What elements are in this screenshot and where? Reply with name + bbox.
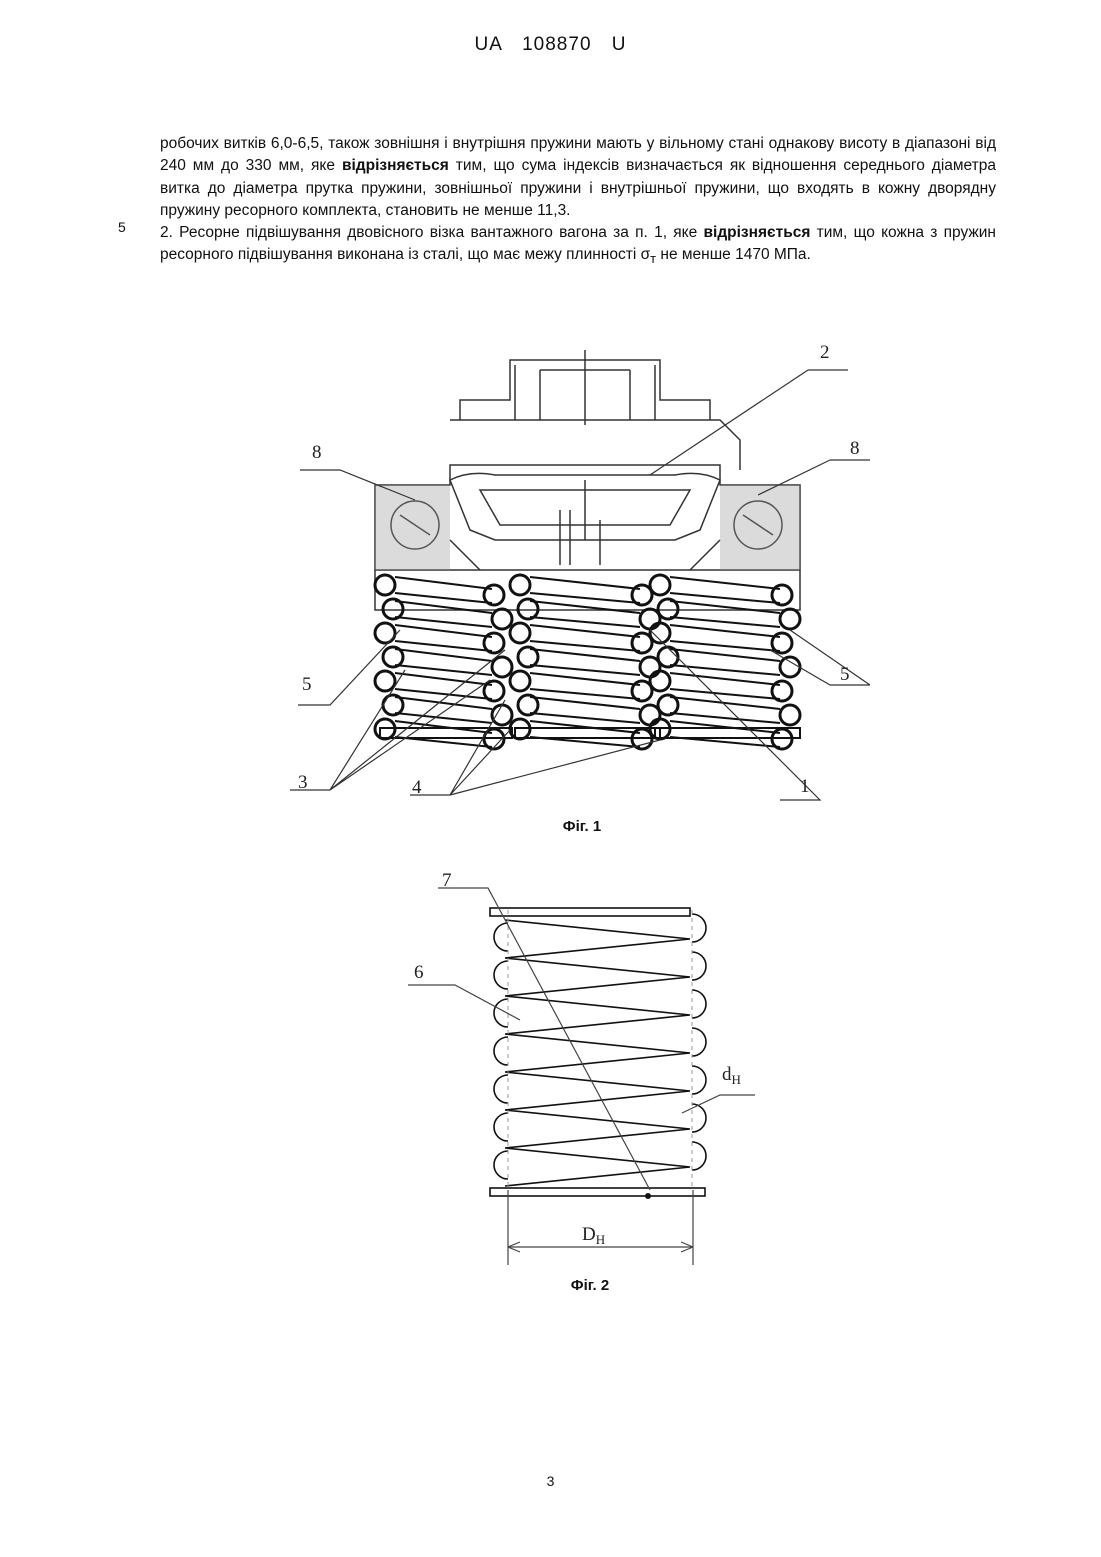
label-8-left: 8	[312, 442, 322, 463]
header-kind: U	[612, 34, 627, 55]
label-6: 6	[414, 962, 424, 983]
figure-1-drawing: 2 8 8 5 5 3 4 1	[270, 330, 870, 810]
label-5-right: 5	[840, 664, 850, 685]
line-number: 5	[118, 219, 126, 235]
emphasis: відрізняється	[342, 157, 449, 174]
page-number: 3	[0, 1473, 1101, 1489]
label-d-wire: dН	[722, 1064, 741, 1087]
document-header: UA 108870 U	[0, 34, 1101, 56]
label-3: 3	[298, 772, 308, 793]
label-4: 4	[412, 777, 422, 798]
claim-2-paragraph: 2. Ресорне підвішування двовісного візка…	[160, 222, 996, 271]
label-5-left: 5	[302, 674, 312, 695]
label-8-right: 8	[850, 438, 860, 459]
label-7: 7	[442, 870, 452, 891]
header-number: 108870	[522, 34, 591, 55]
figure-2-drawing: 7 6 dН DН	[400, 870, 780, 1270]
claims-text: робочих витків 6,0-6,5, також зовнішня і…	[160, 133, 996, 271]
figure-1-caption: Фіг. 1	[482, 818, 682, 835]
header-office: UA	[474, 34, 501, 55]
figure-2-caption: Фіг. 2	[490, 1277, 690, 1294]
label-2: 2	[820, 342, 830, 363]
claim-1-paragraph: робочих витків 6,0-6,5, також зовнішня і…	[160, 133, 996, 222]
emphasis: відрізняється	[703, 224, 810, 241]
label-1: 1	[800, 776, 810, 797]
label-d-coil: DН	[582, 1224, 605, 1247]
